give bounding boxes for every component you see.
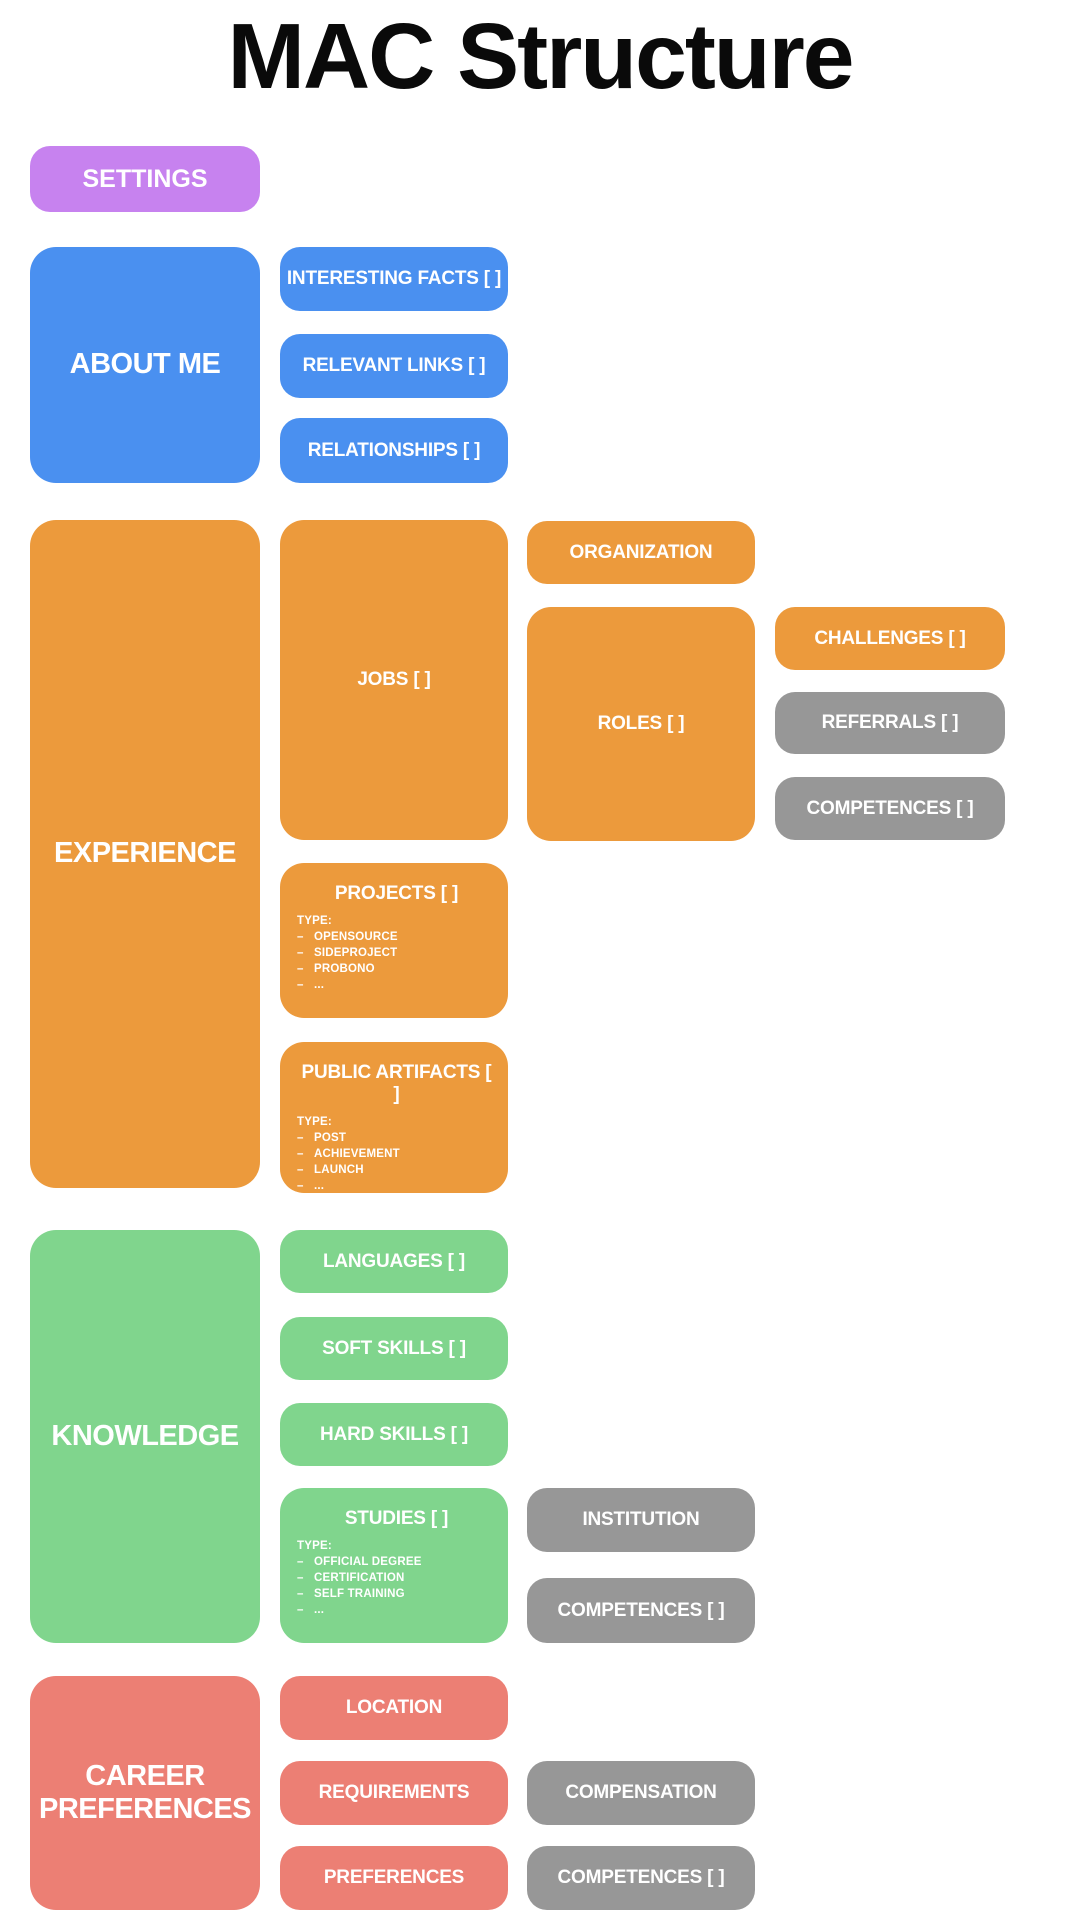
page-title: MAC Structure (227, 3, 854, 108)
public-artifacts-type-list: TYPE: –POST –ACHIEVEMENT –LAUNCH –... (297, 1115, 496, 1197)
dash-icon: – (297, 1571, 304, 1584)
node-organization[interactable]: ORGANIZATION (527, 521, 755, 584)
dash-icon: – (297, 1163, 304, 1176)
node-jobs[interactable]: JOBS [ ] (280, 520, 508, 840)
node-competences-roles[interactable]: COMPETENCES [ ] (775, 777, 1005, 840)
studies-type-label: TYPE: (297, 1539, 332, 1552)
node-studies[interactable]: STUDIES [ ] TYPE: –OFFICIAL DEGREE –CERT… (280, 1488, 508, 1643)
node-institution[interactable]: INSTITUTION (527, 1488, 755, 1552)
node-experience-label: EXPERIENCE (54, 837, 236, 870)
node-knowledge-label: KNOWLEDGE (51, 1419, 239, 1452)
node-challenges[interactable]: CHALLENGES [ ] (775, 607, 1005, 670)
node-preferences[interactable]: PREFERENCES (280, 1846, 508, 1910)
node-hard-skills[interactable]: HARD SKILLS [ ] (280, 1403, 508, 1466)
dash-icon: – (297, 1587, 304, 1600)
node-settings-label: SETTINGS (82, 164, 208, 193)
public-artifacts-type-item: –ACHIEVEMENT (297, 1147, 400, 1160)
public-artifacts-type-item: –POST (297, 1131, 347, 1144)
studies-type-item: –SELF TRAINING (297, 1587, 405, 1600)
node-about-me-label: ABOUT ME (69, 348, 221, 381)
node-challenges-label: CHALLENGES [ ] (814, 627, 966, 649)
public-artifacts-type-label: TYPE: (297, 1115, 332, 1128)
node-relationships-label: RELATIONSHIPS [ ] (307, 439, 481, 461)
node-career-preferences-label: CAREER PREFERENCES (38, 1759, 252, 1825)
node-relationships[interactable]: RELATIONSHIPS [ ] (280, 418, 508, 483)
studies-type-item: –CERTIFICATION (297, 1571, 405, 1584)
node-projects[interactable]: PROJECTS [ ] TYPE: –OPENSOURCE –SIDEPROJ… (280, 863, 508, 1018)
dash-icon: – (297, 978, 304, 991)
dash-icon: – (297, 946, 304, 959)
node-referrals[interactable]: REFERRALS [ ] (775, 692, 1005, 754)
node-experience[interactable]: EXPERIENCE (30, 520, 260, 1188)
node-languages[interactable]: LANGUAGES [ ] (280, 1230, 508, 1293)
node-relevant-links[interactable]: RELEVANT LINKS [ ] (280, 334, 508, 398)
node-public-artifacts[interactable]: PUBLIC ARTIFACTS [ ] TYPE: –POST –ACHIEV… (280, 1042, 508, 1193)
node-settings[interactable]: SETTINGS (30, 146, 260, 212)
projects-type-item: –SIDEPROJECT (297, 946, 398, 959)
dash-icon: – (297, 1147, 304, 1160)
node-studies-label: STUDIES [ ] (344, 1508, 449, 1529)
dash-icon: – (297, 1179, 304, 1192)
dash-icon: – (297, 1131, 304, 1144)
projects-type-item: –PROBONO (297, 962, 375, 975)
studies-type-item: –OFFICIAL DEGREE (297, 1555, 422, 1568)
node-relevant-links-label: RELEVANT LINKS [ ] (302, 355, 486, 377)
node-interesting-facts[interactable]: INTERESTING FACTS [ ] (280, 247, 508, 311)
node-interesting-facts-label: INTERESTING FACTS [ ] (286, 268, 502, 290)
node-referrals-label: REFERRALS [ ] (821, 712, 959, 734)
node-jobs-label: JOBS [ ] (357, 669, 431, 691)
projects-type-item: –... (297, 978, 325, 991)
studies-type-item: –... (297, 1603, 325, 1616)
node-requirements[interactable]: REQUIREMENTS (280, 1761, 508, 1825)
node-competences-career-label: COMPETENCES [ ] (557, 1867, 725, 1889)
public-artifacts-type-item: –... (297, 1179, 325, 1192)
node-location-label: LOCATION (345, 1697, 443, 1719)
node-preferences-label: PREFERENCES (323, 1867, 465, 1889)
node-roles-label: ROLES [ ] (597, 713, 685, 735)
node-location[interactable]: LOCATION (280, 1676, 508, 1740)
public-artifacts-type-item: –LAUNCH (297, 1163, 364, 1176)
node-hard-skills-label: HARD SKILLS [ ] (320, 1423, 468, 1445)
node-compensation-label: COMPENSATION (565, 1782, 717, 1804)
node-career-preferences[interactable]: CAREER PREFERENCES (30, 1676, 260, 1910)
node-soft-skills-label: SOFT SKILLS [ ] (322, 1337, 466, 1359)
projects-type-list: TYPE: –OPENSOURCE –SIDEPROJECT –PROBONO … (297, 914, 496, 996)
studies-type-list: TYPE: –OFFICIAL DEGREE –CERTIFICATION –S… (297, 1539, 496, 1621)
node-competences-roles-label: COMPETENCES [ ] (806, 797, 974, 819)
node-languages-label: LANGUAGES [ ] (322, 1250, 465, 1272)
node-public-artifacts-label: PUBLIC ARTIFACTS [ ] (301, 1062, 492, 1105)
node-competences-studies-label: COMPETENCES [ ] (557, 1599, 725, 1621)
dash-icon: – (297, 1555, 304, 1568)
node-roles[interactable]: ROLES [ ] (527, 607, 755, 841)
projects-type-label: TYPE: (297, 914, 332, 927)
node-competences-studies[interactable]: COMPETENCES [ ] (527, 1578, 755, 1643)
node-knowledge[interactable]: KNOWLEDGE (30, 1230, 260, 1643)
node-competences-career[interactable]: COMPETENCES [ ] (527, 1846, 755, 1910)
projects-type-item: –OPENSOURCE (297, 930, 398, 943)
node-projects-label: PROJECTS [ ] (334, 883, 459, 904)
node-requirements-label: REQUIREMENTS (318, 1782, 470, 1804)
node-about-me[interactable]: ABOUT ME (30, 247, 260, 483)
dash-icon: – (297, 962, 304, 975)
dash-icon: – (297, 930, 304, 943)
dash-icon: – (297, 1603, 304, 1616)
node-organization-label: ORGANIZATION (569, 541, 713, 563)
node-compensation[interactable]: COMPENSATION (527, 1761, 755, 1825)
node-soft-skills[interactable]: SOFT SKILLS [ ] (280, 1317, 508, 1380)
node-institution-label: INSTITUTION (582, 1509, 700, 1531)
